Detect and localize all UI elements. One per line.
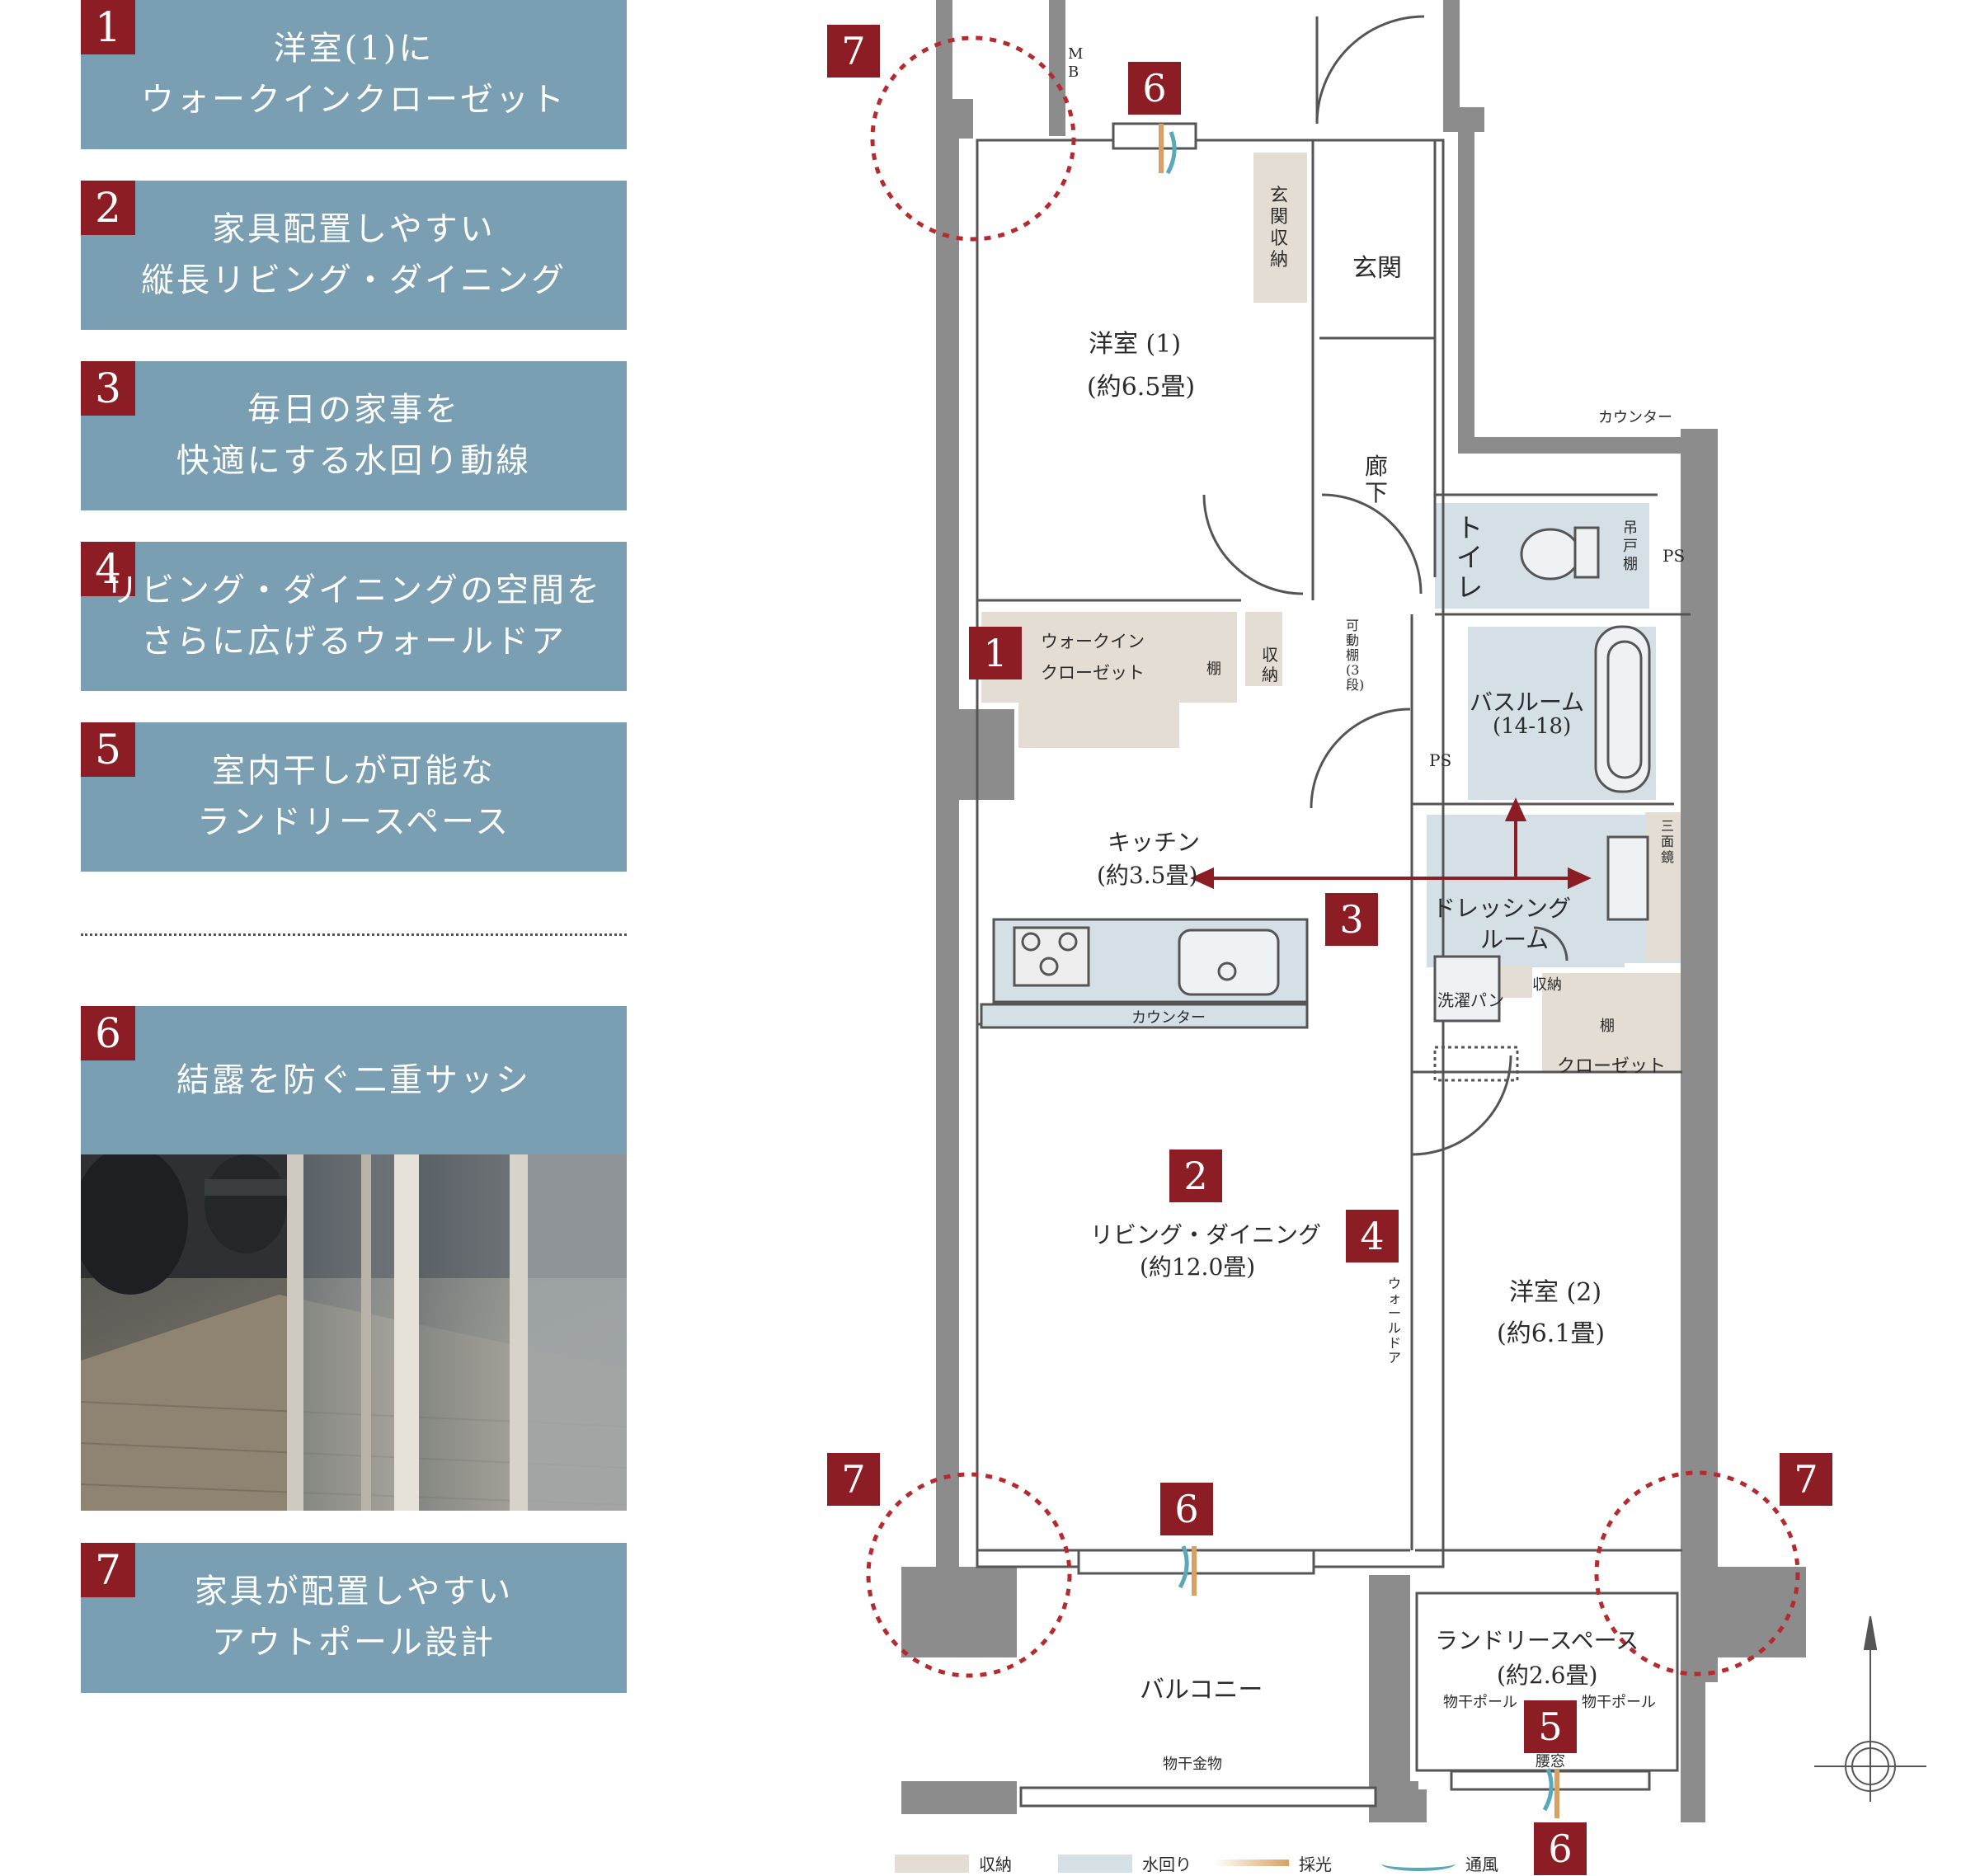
balcony-label: バルコニー xyxy=(1140,1676,1263,1704)
mb-label: MB xyxy=(1068,45,1084,81)
toilet-label: トイレ xyxy=(1456,512,1484,603)
feature-line: 縦長リビング・ダイニング xyxy=(141,261,567,299)
feature-card-1: 1 洋室(1)に ウォークインクローゼット xyxy=(81,0,627,149)
washer-pan-label: 洗濯パン xyxy=(1437,990,1504,1010)
feature-line: 室内干しが可能な xyxy=(212,752,496,790)
feature-number: 1 xyxy=(81,0,135,54)
western-room-1-name: 洋室 (1) xyxy=(1089,330,1182,359)
feature-card-7: 7 家具が配置しやすい アウトポール設計 xyxy=(81,1543,627,1693)
shelf-label: 棚 xyxy=(1206,661,1221,678)
feature-line: 快適にする水回り動線 xyxy=(176,442,532,480)
western-room-1-size: (約6.5畳) xyxy=(1087,373,1196,402)
fixtures xyxy=(1433,526,1651,1082)
dressing-label-1: ドレッシング xyxy=(1432,895,1572,922)
bath-label-2: (14-18) xyxy=(1493,714,1572,739)
circulation-arrows xyxy=(1190,797,1592,890)
compass-icon xyxy=(1814,1615,1926,1802)
feature-number: 3 xyxy=(81,361,135,416)
drying-pole-label-left: 物干ポール xyxy=(1443,1694,1517,1711)
light-wind-indicators xyxy=(1159,124,1559,1818)
feature-line: 洋室(1)に xyxy=(273,30,435,68)
feature-line: 家具が配置しやすい xyxy=(194,1573,514,1610)
feature-line: ウォークインクローゼット xyxy=(141,81,567,119)
feature-line: 結露を防ぐ二重サッシ xyxy=(176,1061,531,1099)
walkin-label-2: クローゼット xyxy=(1041,663,1145,683)
walls xyxy=(901,0,1806,1822)
walkin-label-1: ウォークイン xyxy=(1041,632,1145,651)
hanging-shelf-label: 吊戸棚 xyxy=(1623,520,1638,573)
waist-window-label: 腰窓 xyxy=(1536,1753,1565,1770)
bath-label-1: バスルーム xyxy=(1470,689,1585,716)
closet-shelf-label: 棚 xyxy=(1600,1018,1615,1035)
feature-number: 6 xyxy=(81,1006,135,1060)
marker-6: 6 xyxy=(1128,62,1181,115)
feature-line: 家具配置しやすい xyxy=(212,210,496,248)
door-swings xyxy=(1202,15,1568,1156)
marker-7: 7 xyxy=(827,1453,880,1506)
laundry-name: ランドリースペース xyxy=(1435,1627,1639,1654)
marker-7: 7 xyxy=(1780,1453,1832,1506)
feature-card-3: 3 毎日の家事を 快適にする水回り動線 xyxy=(81,361,627,510)
dressing-label-2: ルーム xyxy=(1480,926,1550,953)
feature-card-4: 4 リビング・ダイニングの空間を さらに広げるウォールドア xyxy=(81,542,627,691)
closet-label: クローゼット xyxy=(1557,1056,1667,1077)
drying-pole-label-right: 物干ポール xyxy=(1582,1694,1656,1711)
feature-line: リビング・ダイニングの空間を xyxy=(106,571,602,609)
marker-3: 3 xyxy=(1325,893,1378,946)
feature-line: ランドリースペース xyxy=(196,803,511,841)
entrance-storage-label: 玄関収納 xyxy=(1270,186,1289,270)
entrance-label: 玄関 xyxy=(1352,254,1402,283)
legend-swatch-storage xyxy=(895,1855,969,1873)
marker-2: 2 xyxy=(1169,1150,1222,1202)
laundry-size: (約2.6畳) xyxy=(1497,1662,1598,1689)
feature-card-2: 2 家具配置しやすい 縦長リビング・ダイニング xyxy=(81,181,627,330)
marker-1: 1 xyxy=(969,627,1022,679)
western-room-2-name: 洋室 (2) xyxy=(1509,1278,1602,1307)
legend-swatch-light xyxy=(1215,1860,1289,1866)
feature-line: さらに広げるウォールドア xyxy=(141,623,567,661)
feature-number: 4 xyxy=(81,542,135,596)
mirror-label: 三面鏡 xyxy=(1661,818,1675,865)
counter-top-label: カウンター xyxy=(1598,409,1672,426)
outpole-circles xyxy=(866,35,1800,1678)
feature-number: 7 xyxy=(81,1543,135,1597)
kitchen-name: キッチン xyxy=(1108,829,1201,856)
legend-label-water: 水回り xyxy=(1142,1855,1192,1874)
counter-label: カウンター xyxy=(1131,1009,1206,1027)
kitchen-counter xyxy=(980,918,1309,1029)
marker-7: 7 xyxy=(827,25,880,78)
feature-line: アウトポール設計 xyxy=(212,1624,496,1662)
legend-swatch-water xyxy=(1058,1855,1132,1873)
feature-line: 毎日の家事を xyxy=(247,391,460,429)
storage-label: 収納 xyxy=(1262,645,1278,684)
western-room-2-size: (約6.1畳) xyxy=(1497,1319,1606,1348)
corridor-label: 廊下 xyxy=(1365,453,1389,506)
movable-shelf-label: 可動棚(3段) xyxy=(1346,618,1365,693)
drying-hardware-label: 物干金物 xyxy=(1163,1756,1222,1773)
legend-label-storage: 収納 xyxy=(979,1855,1012,1874)
legend-swatch-wind xyxy=(1381,1856,1456,1871)
storage-label-dressing: 収納 xyxy=(1532,976,1562,994)
legend-label-wind: 通風 xyxy=(1465,1855,1498,1874)
living-name: リビング・ダイニング xyxy=(1090,1221,1322,1248)
marker-6: 6 xyxy=(1160,1483,1213,1535)
legend: 収納 水回り 採光 通風 xyxy=(895,1851,1571,1874)
double-sash-photo xyxy=(81,1154,627,1511)
living-size: (約12.0畳) xyxy=(1140,1253,1256,1281)
feature-number: 5 xyxy=(81,722,135,777)
feature-card-5: 5 室内干しが可能な ランドリースペース xyxy=(81,722,627,872)
feature-card-6: 6 結露を防ぐ二重サッシ xyxy=(81,1006,627,1154)
wall-door-label: ウォールドア xyxy=(1388,1276,1402,1366)
marker-4: 4 xyxy=(1346,1210,1399,1262)
feature-number: 2 xyxy=(81,181,135,235)
ps-label-1: PS xyxy=(1663,546,1686,566)
marker-5: 5 xyxy=(1524,1700,1577,1753)
legend-label-light: 採光 xyxy=(1299,1855,1332,1874)
marker-6: 6 xyxy=(1534,1822,1587,1875)
kitchen-size: (約3.5畳) xyxy=(1097,862,1198,889)
ps-label-2: PS xyxy=(1429,750,1452,770)
section-divider xyxy=(81,933,627,936)
